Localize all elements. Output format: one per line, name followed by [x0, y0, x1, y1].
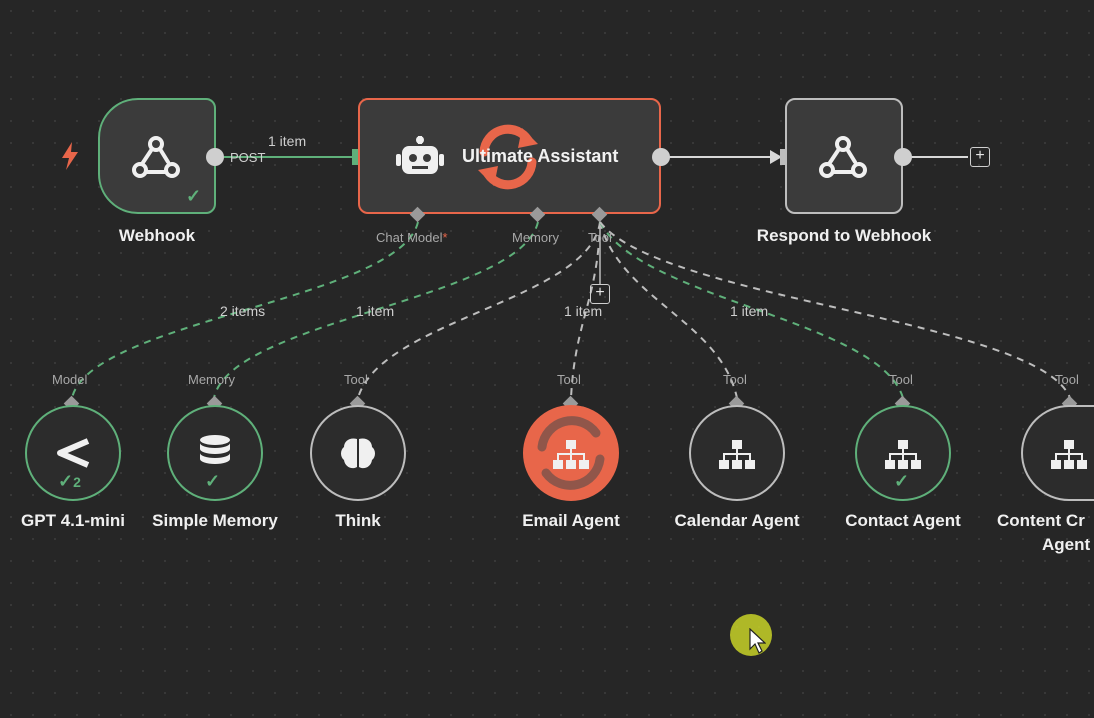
network-icon	[1051, 440, 1087, 469]
model-type-label: Model	[52, 372, 88, 387]
think-type-label: Tool	[344, 372, 368, 387]
edge-label-memory: 1 item	[356, 303, 395, 319]
webhook-node[interactable]	[98, 98, 216, 214]
robot-icon	[396, 136, 444, 174]
memory-success-check-icon: ✓	[205, 471, 221, 491]
gpt-node[interactable]	[25, 405, 121, 501]
tool-port-label: Tool	[588, 230, 612, 245]
webhook-label: Webhook	[118, 226, 196, 245]
mouse-cursor-icon	[749, 628, 766, 654]
contact-success-check-icon: ✓	[894, 471, 910, 491]
content-creator-label: Content Cr	[997, 511, 1085, 530]
running-spinner-icon	[537, 416, 605, 490]
edge-memory	[213, 221, 539, 399]
add-tool-button[interactable]: +	[590, 284, 610, 304]
webhook-success-check-icon: ✓	[186, 186, 202, 206]
content-type-label: Tool	[1055, 372, 1079, 387]
email-agent-label: Email Agent	[522, 511, 620, 530]
webhook-icon	[819, 136, 867, 178]
edge-tool-content	[599, 221, 1071, 399]
respond-output-port[interactable]	[894, 148, 912, 166]
agent-output-port[interactable]	[652, 148, 670, 166]
calendar-agent-label: Calendar Agent	[674, 511, 800, 530]
content-creator-label-line2: Agent	[1042, 535, 1091, 554]
database-icon	[200, 435, 230, 464]
edge-label-tool-contact: 1 item	[730, 303, 769, 319]
respond-to-webhook-node[interactable]	[785, 98, 903, 214]
edge-tool-think	[357, 221, 601, 399]
memory-port-label: Memory	[512, 230, 559, 245]
edge-label-webhook: 1 item	[268, 133, 307, 149]
calendar-type-label: Tool	[723, 372, 747, 387]
agent-input-handle	[352, 149, 359, 165]
chat-model-port-label: Chat Model*	[376, 230, 448, 245]
respond-input-handle	[780, 149, 787, 165]
think-node[interactable]	[310, 405, 406, 501]
edge-tool-contact	[599, 221, 904, 399]
memory-type-label: Memory	[188, 372, 235, 387]
network-icon	[719, 440, 755, 469]
add-node-button[interactable]: +	[970, 147, 990, 167]
bolt-icon	[62, 142, 78, 170]
edge-tool-calendar	[599, 221, 738, 399]
webhook-icon	[132, 136, 180, 178]
network-icon	[885, 440, 921, 469]
contact-agent-label: Contact Agent	[845, 511, 961, 530]
gpt-label: GPT 4.1-mini	[21, 511, 125, 530]
edge-label-tool-email: 1 item	[564, 303, 603, 319]
simple-memory-label: Simple Memory	[152, 511, 278, 530]
chevron-left-icon	[57, 438, 90, 468]
network-icon	[553, 440, 589, 469]
email-type-label: Tool	[557, 372, 581, 387]
running-spinner-icon	[478, 124, 538, 190]
agent-title: Ultimate Assistant	[462, 146, 619, 166]
contact-agent-node[interactable]	[855, 405, 951, 501]
brain-icon	[341, 438, 375, 469]
respond-label: Respond to Webhook	[756, 226, 932, 245]
contact-type-label: Tool	[889, 372, 913, 387]
edge-model	[71, 221, 419, 399]
webhook-output-port[interactable]	[206, 148, 224, 166]
think-label: Think	[335, 511, 381, 530]
edge-label-model: 2 items	[220, 303, 266, 319]
webhook-port-label: POST	[230, 150, 266, 165]
gpt-success-check-icon: ✓2	[58, 471, 81, 491]
